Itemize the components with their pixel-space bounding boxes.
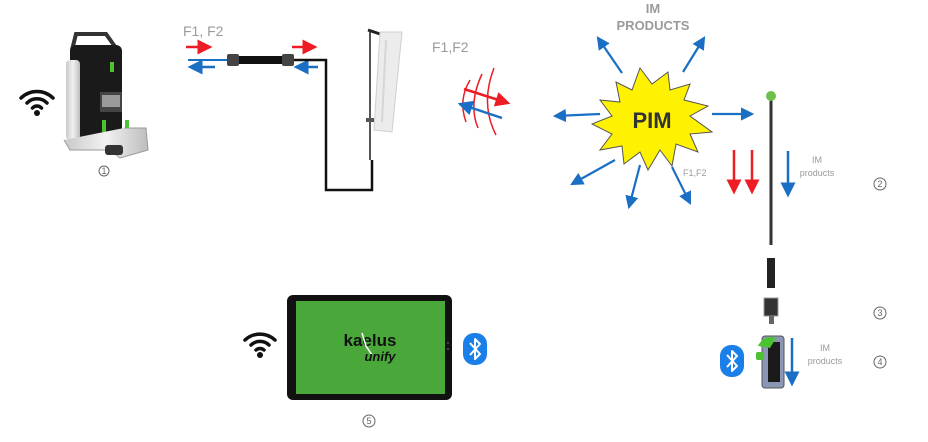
probe-connector [763,258,779,324]
radiation-waves [462,67,497,136]
bluetooth-icon [463,333,487,365]
jumper-cable [227,54,294,66]
bluetooth-icon [720,345,744,377]
im-products-label: IM [820,343,830,353]
probe-cable [766,91,776,245]
callout-2: 2 [873,177,887,191]
callout-4: 4 [873,355,887,369]
callout-3: 3 [873,306,887,320]
im-products-label: IM [812,155,822,165]
im-products-label: PRODUCTS [617,18,690,33]
unify-logo: unify [364,349,396,364]
f1f2-pim-label: F1,F2 [683,168,707,178]
kaelus-logo: kaelus [344,331,397,350]
wifi-icon [243,332,277,358]
im-products-label: products [800,168,835,178]
svg-text:1: 1 [101,166,106,176]
f1f2-cable-label: F1, F2 [183,23,224,39]
im-products-label: IM [646,1,660,16]
pim-starburst [590,66,714,172]
svg-text:4: 4 [877,357,882,367]
im-products-label: products [808,356,843,366]
probe-device [756,335,785,389]
svg-text:5: 5 [366,416,371,426]
im-product-arrows [552,36,755,210]
reverse-arrow [457,100,503,120]
f1f2-antenna-label: F1,F2 [432,39,469,55]
pim-label: PIM [632,108,671,133]
callout-1: 1 [98,165,110,177]
forward-arrow [463,87,511,107]
svg-text:2: 2 [877,179,882,189]
feeder-cable [294,58,374,192]
pim-analyzer-device [63,32,149,159]
callout-5: 5 [362,414,376,428]
svg-text:3: 3 [877,308,882,318]
antenna [366,28,403,160]
tablet: kaelus unify [287,295,452,400]
wifi-icon [19,89,55,116]
